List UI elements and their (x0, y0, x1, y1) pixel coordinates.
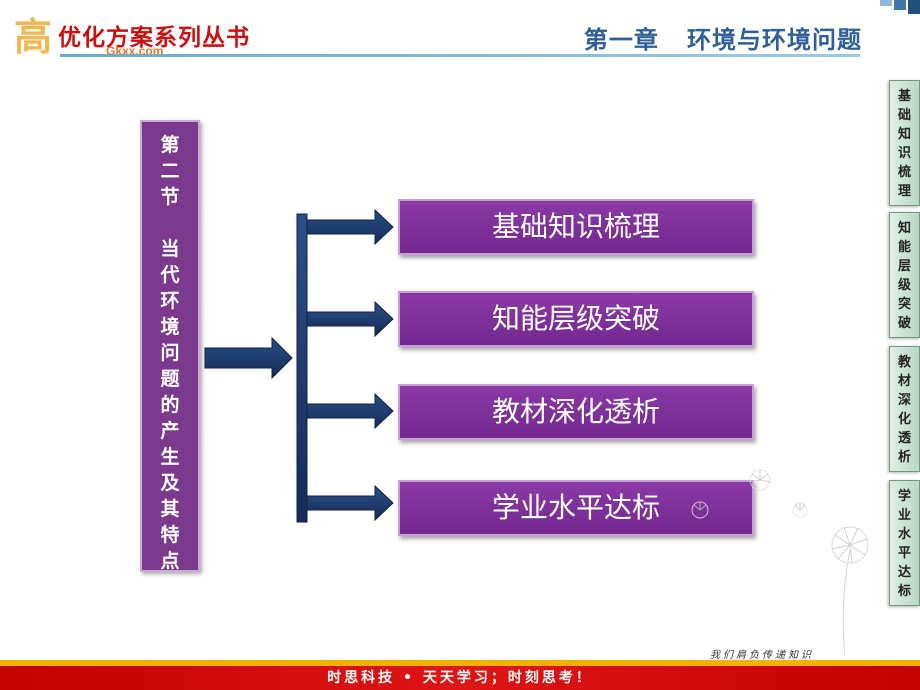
menu-button-ability-breakthrough[interactable]: 知能层级突破 (398, 291, 754, 347)
dandelion-decoration (691, 469, 869, 656)
section-title-box: 第 二 节 当 代 环 境 问 题 的 产 生 及 其 特 点 (140, 120, 200, 572)
footer-bar (0, 666, 920, 690)
corner-decoration (880, 0, 920, 14)
branch-arrow-icon (306, 392, 394, 430)
side-tab-ability-breakthrough[interactable]: 知能层 级突破 (889, 212, 920, 338)
branch-arrow-icon (306, 300, 394, 338)
main-arrow-icon (204, 336, 293, 380)
branch-arrow-icon (306, 208, 394, 246)
menu-button-textbook-analysis[interactable]: 教材深化透析 (398, 384, 754, 440)
connector-diagram (204, 208, 394, 523)
header-divider (60, 54, 860, 57)
chapter-title: 第一章 环境与环境问题 (583, 26, 862, 54)
footer-motto: 时思科技 • 天天学习；时刻思考！ (327, 670, 593, 686)
side-tab-basic-knowledge[interactable]: 基础知 识梳理 (889, 80, 920, 206)
logo: 高 优化方案系列丛书 Gkxx.com (6, 4, 296, 64)
logo-series-title: 优化方案系列丛书 (58, 24, 250, 51)
section-title: 第 二 节 当 代 环 境 问 题 的 产 生 及 其 特 点 (160, 134, 180, 572)
menu-button-basic-knowledge[interactable]: 基础知识梳理 (398, 199, 754, 255)
branch-bar (296, 213, 308, 523)
logo-mark: 高 (14, 14, 52, 59)
side-tab-level-assessment[interactable]: 学业水 平达标 (889, 480, 920, 606)
menu-button-level-assessment[interactable]: 学业水平达标 (398, 480, 754, 536)
branch-arrow-icon (306, 484, 394, 522)
side-tab-textbook-analysis[interactable]: 教材深 化透析 (889, 346, 920, 472)
footer-slogan: 我们肩负传递知识 (710, 650, 814, 661)
footer-accent-bar (0, 660, 920, 668)
